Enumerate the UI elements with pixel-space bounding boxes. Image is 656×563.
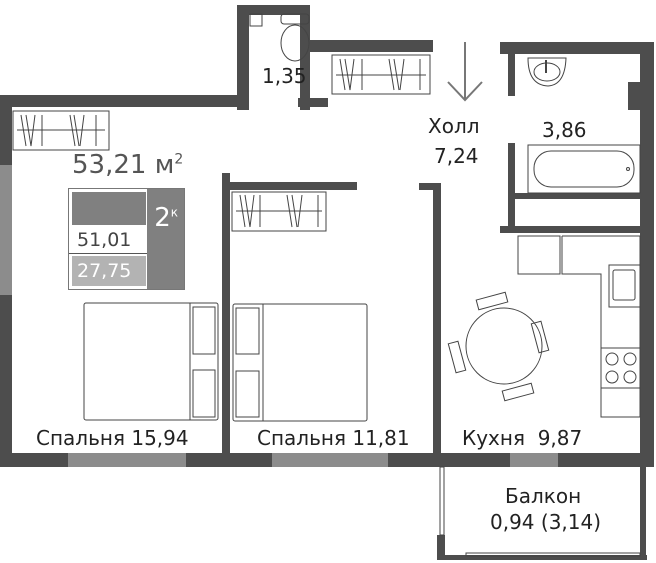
wardrobe-icon (331, 54, 431, 95)
wall-top-left (0, 95, 248, 107)
window-bedroom2 (272, 453, 388, 467)
wall-balcony-bottom (437, 555, 647, 560)
bedroom1-label: Спальня 15,94 (36, 426, 189, 450)
wall-bath-left2 (508, 143, 515, 233)
wall-bed2-top (225, 182, 357, 190)
rooms-count: 2к (154, 203, 178, 233)
balcony-area: 0,94 (3,14) (490, 510, 602, 534)
wall-bed-divider (222, 173, 230, 458)
stove-icon (605, 352, 637, 384)
wardrobe-icon (231, 191, 327, 232)
wall-corridor-top (305, 40, 433, 52)
living-area: 51,01 (77, 229, 132, 251)
wall-bath-right (640, 42, 654, 462)
hall-name: Холл (428, 114, 480, 138)
wall-wc-bottom (298, 98, 328, 107)
apartment-badge: 2к 51,01 27,75 (68, 188, 185, 290)
wall-wc-left (237, 5, 249, 110)
wardrobe-icon (12, 110, 110, 151)
kitchen-cabinets (517, 235, 641, 418)
window-bedroom1 (68, 453, 186, 467)
badge-side (147, 189, 184, 289)
kitchen-area-badge: 27,75 (72, 256, 146, 286)
wall-bath-notch (628, 82, 642, 110)
hall-area: 7,24 (434, 144, 479, 168)
badge-divider (69, 253, 147, 254)
badge-dark-bar (72, 192, 146, 225)
window-kitchen (510, 453, 558, 467)
wall-kitchen-top (500, 226, 645, 233)
wc-area: 1,35 (262, 64, 307, 88)
total-area: 53,21 м2 (72, 150, 184, 180)
wall-balcony-left (437, 535, 445, 560)
wall-hall-right (433, 183, 441, 458)
bath-area: 3,86 (542, 118, 587, 142)
wall-bath-left1 (508, 42, 515, 96)
bed-icon (83, 302, 219, 421)
wall-bath-top (500, 42, 645, 54)
window-left (0, 165, 12, 295)
wall-hall-stub (419, 183, 439, 190)
wall-bath-bottom (508, 193, 645, 199)
bathtub-icon (527, 144, 641, 194)
wall-wc-top (237, 5, 309, 15)
sink-icon (527, 57, 567, 87)
entrance-arrow-icon (447, 42, 483, 102)
kitchen-label: Кухня 9,87 (462, 426, 583, 450)
dining-table-icon (447, 291, 550, 402)
wall-wc-right (300, 5, 310, 110)
balcony-name: Балкон (505, 484, 582, 508)
wall-balcony-right (640, 465, 646, 560)
bed-icon (232, 303, 368, 422)
bedroom2-label: Спальня 11,81 (257, 426, 410, 450)
kitchen-sink-icon (612, 269, 636, 301)
balcony-railing (439, 466, 641, 557)
toilet-icon (249, 13, 310, 62)
